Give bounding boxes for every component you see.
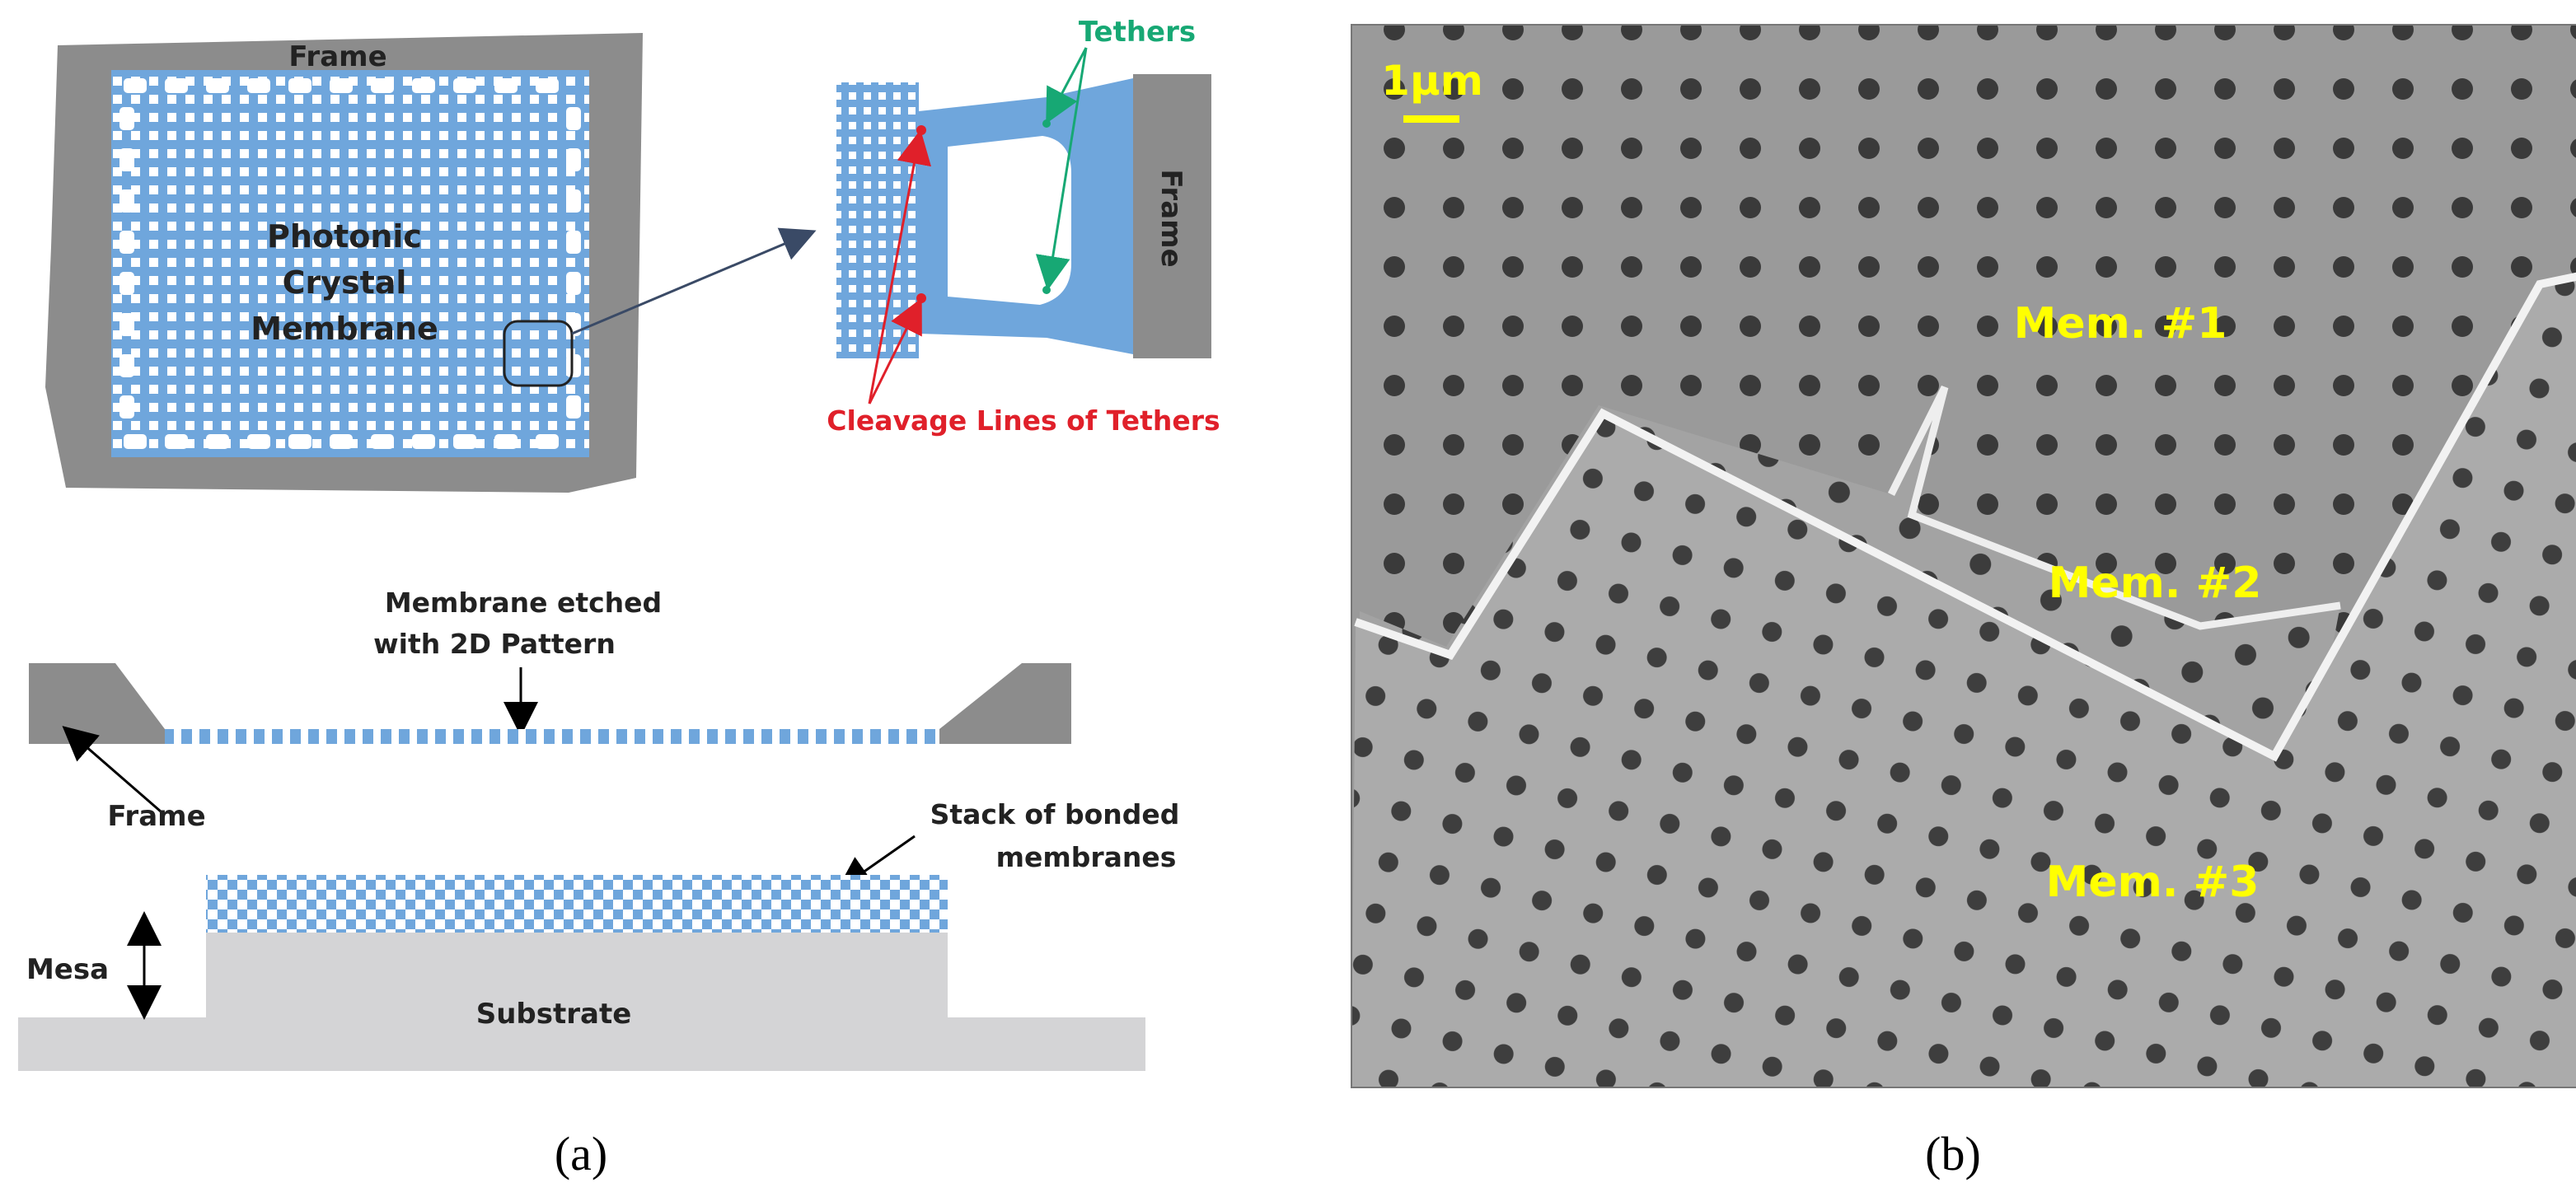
bottom-frame-label: Frame: [107, 800, 205, 833]
substrate-shape: [18, 933, 1145, 1071]
caption-a: (a): [555, 1127, 607, 1181]
panel-a-top-diagram: Frame Photonic Crystal Membrane Frame Te…: [45, 16, 1220, 493]
mem-1-label: Mem. #1: [2014, 299, 2227, 348]
caption-b: (b): [1925, 1127, 1981, 1181]
cleavage-label: Cleavage Lines of Tethers: [827, 404, 1220, 437]
panel-a-bottom-diagram: Membrane etched with 2D Pattern Frame St…: [18, 587, 1179, 1071]
frame-label: Frame: [288, 40, 386, 73]
sem-membrane-2-edge: [1887, 385, 2341, 630]
mem-3-label: Mem. #3: [2046, 858, 2260, 907]
stack-label-line-1: Stack of bonded: [930, 798, 1180, 830]
etched-membrane: [165, 729, 939, 744]
membrane-etched-label-line-2: with 2D Pattern: [373, 628, 616, 660]
zoom-arrow: [571, 227, 817, 335]
sem-membrane-3-edge: [1354, 272, 2576, 762]
inset-membrane: [836, 82, 919, 358]
tether-inset: Frame Tethers Cleavage Lines of Tethers: [827, 16, 1220, 437]
tethers-label: Tethers: [1079, 16, 1196, 49]
scale-bar: [1403, 115, 1459, 123]
mesa-label: Mesa: [26, 953, 109, 986]
inset-frame: [1133, 74, 1211, 358]
membrane-label-line-2: Crystal: [283, 264, 407, 301]
substrate-label: Substrate: [476, 998, 632, 1031]
tether-notches: [119, 78, 581, 449]
left-frame-block: [29, 663, 165, 744]
photonic-crystal-membrane: [111, 70, 589, 457]
bonded-membrane-stack: [206, 875, 948, 933]
sem-membrane-3: [1351, 276, 2576, 1087]
zoom-region-marker: [503, 320, 574, 387]
membrane-label-line-1: Photonic: [267, 218, 422, 255]
membrane-label-line-3: Membrane: [251, 311, 438, 347]
mem-2-label: Mem. #2: [2049, 559, 2262, 608]
right-frame-block: [939, 663, 1071, 744]
panel-b-sem-image: [1351, 25, 2576, 1087]
stack-label-line-2: membranes: [996, 841, 1177, 873]
membrane-etched-label-line-1: Membrane etched: [385, 587, 662, 619]
inset-frame-label: Frame: [1155, 169, 1187, 267]
scale-bar-label: 1μm: [1381, 57, 1483, 105]
tether-body: [919, 78, 1133, 354]
